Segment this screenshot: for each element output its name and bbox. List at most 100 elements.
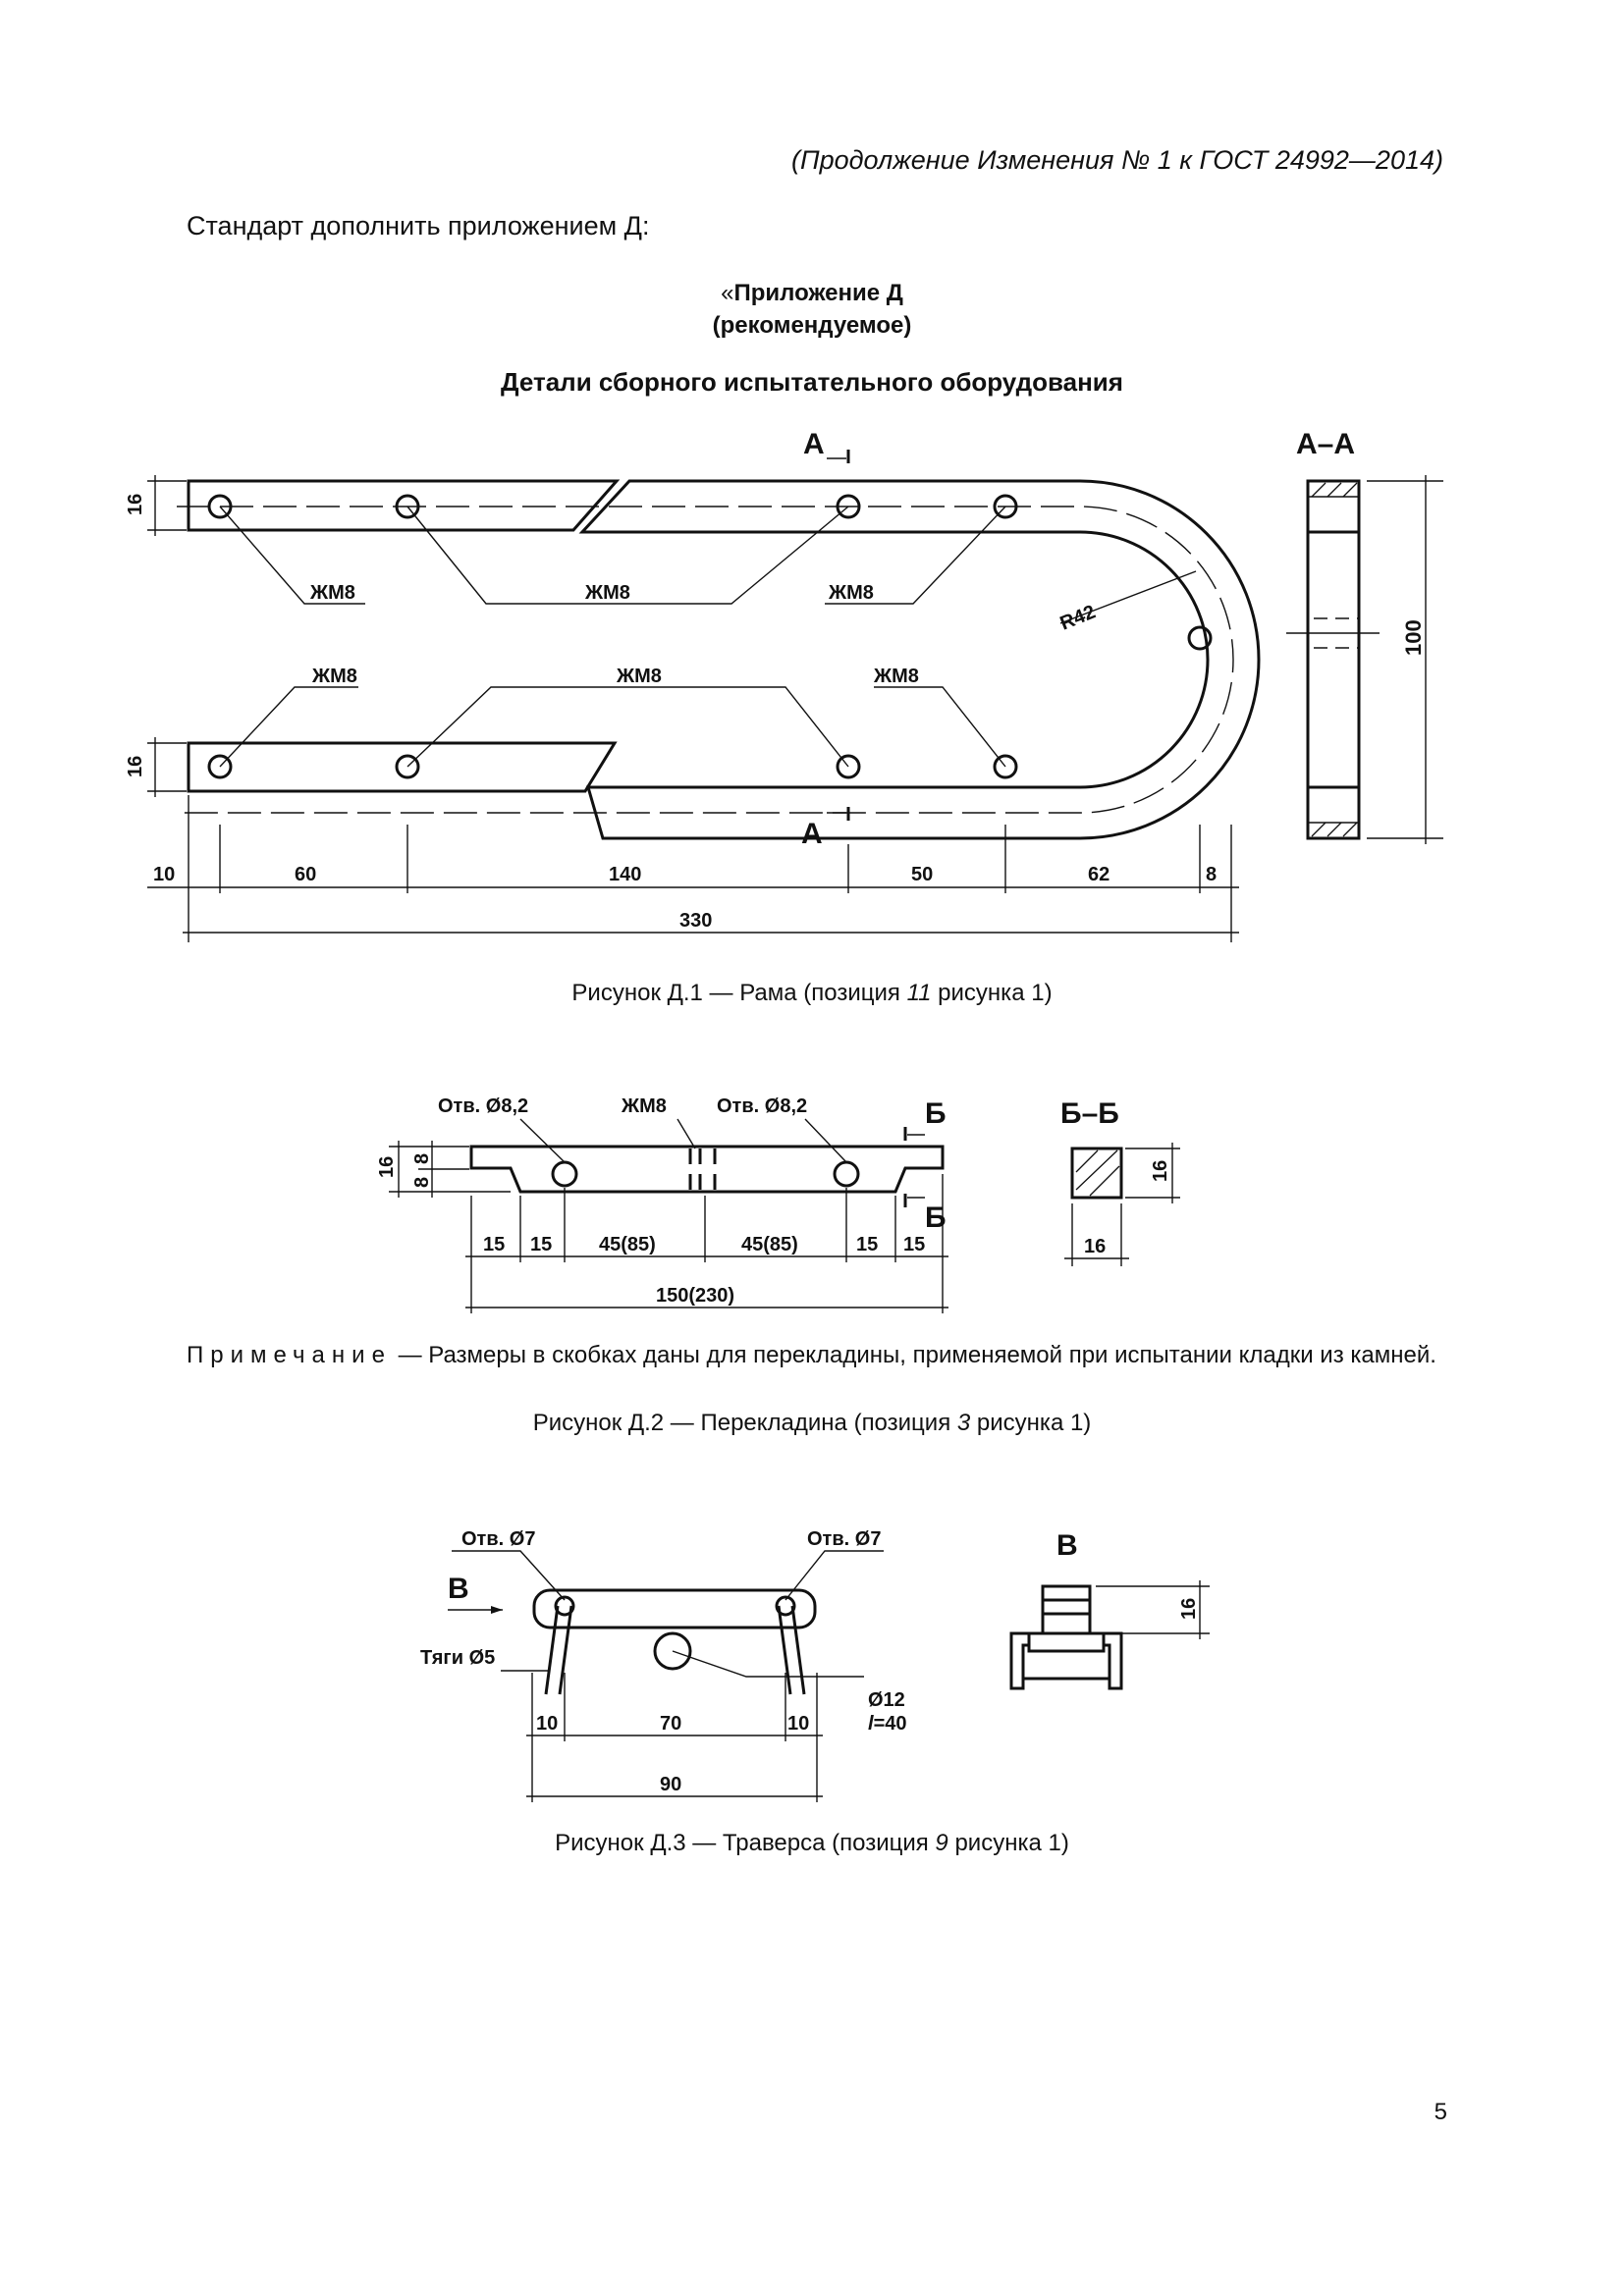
figure3-caption: Рисунок Д.3 — Траверса (позиция 9 рисунк… [0,1830,1624,1857]
caption-text: рисунка 1) [947,1830,1069,1856]
view-v-dim [1096,1580,1210,1639]
frame-top-bar-right [578,479,1261,840]
svg-text:45(85): 45(85) [741,1234,798,1255]
section-label-top: А [803,428,825,460]
radius-leader [1059,570,1197,624]
label-rods: Тяги Ø5 [420,1647,495,1669]
appendix-heading: Приложение Д [733,280,903,306]
traverse-dim-values: 10 70 10 90 [536,1713,809,1795]
frame-leaders [219,506,1006,768]
section-mark-top [827,450,850,463]
caption-text: Рисунок Д.2 — Перекладина (позиция [532,1410,957,1436]
section-title: Детали сборного испытательного оборудова… [501,367,1123,397]
frame-center-line [177,506,1234,814]
traverse-leaders [452,1550,884,1678]
dim-height-total: 16 [376,1156,398,1178]
horizontal-dim-lines [147,795,1239,942]
view-label: В [1056,1529,1078,1562]
section-aa-view [1286,479,1380,840]
dim-3: 140 [609,864,641,885]
figure2-note: Примечание — Размеры в скобках даны для … [118,1340,1443,1371]
dim-height-top: 16 [125,494,146,515]
note-text: — Размеры в скобках даны для перекладины… [391,1342,1436,1368]
label-hole-right: Отв. Ø8,2 [717,1095,807,1117]
horizontal-dim-values: 10 60 140 50 62 8 330 [153,864,1217,932]
svg-text:45(85): 45(85) [599,1234,656,1255]
figure-traverse-drawing: Отв. Ø7 Отв. Ø7 Тяги Ø5 Ø12 l=40 В 10 70… [420,1528,1210,1802]
dim-total: 330 [679,910,712,932]
hole-label: ЖМ8 [584,582,630,604]
thread-marks [688,1148,717,1190]
traverse-bar [532,1588,817,1629]
svg-text:10: 10 [536,1713,558,1735]
caption-text: рисунка 1) [931,980,1053,1006]
caption-number: 9 [935,1830,948,1856]
dim-height-bottom: 16 [125,756,146,777]
figure1-caption: Рисунок Д.1 — Рама (позиция 11 рисунка 1… [0,980,1624,1007]
hole-label: ЖМ8 [873,666,919,687]
caption-text: Рисунок Д.1 — Рама (позиция [571,980,907,1006]
crossbar-height-dims [389,1141,511,1198]
crossbar-outline [469,1145,945,1194]
note-label: Примечание [187,1342,392,1368]
section-bb-dims [1064,1143,1180,1266]
hole-label: ЖМ8 [311,666,357,687]
svg-text:70: 70 [660,1713,681,1735]
label-pin-length: l=40 [868,1713,907,1735]
hole-1 [207,494,233,519]
section-bb-view [1070,1147,1123,1200]
page-number: 5 [1434,2099,1447,2125]
label-pin-diameter: Ø12 [868,1689,905,1711]
hole-9 [1187,625,1213,651]
section-view-label: Б–Б [1060,1097,1119,1130]
svg-text:15: 15 [903,1234,925,1255]
dim-height-lower: 8 [411,1177,433,1188]
hole-5 [207,754,233,779]
hole-label: ЖМ8 [616,666,662,687]
dim-6: 8 [1206,864,1217,885]
radius-label: R42 [1057,601,1099,634]
hole-8 [993,754,1018,779]
label-hole-left: Отв. Ø7 [461,1528,535,1550]
hole-2 [395,494,420,519]
dim-section-height: 100 [1401,619,1426,656]
dim-1: 10 [153,864,175,885]
crossbar-hole-right [833,1160,860,1188]
rod-right [777,1605,806,1695]
traverse-dim-lines [526,1673,823,1802]
appendix-status: (рекомендуемое) [712,312,912,339]
intro-text: Стандарт дополнить приложением Д: [187,211,650,240]
frame-hole-labels: ЖМ8 ЖМ8 ЖМ8 ЖМ8 ЖМ8 ЖМ8 [309,582,919,687]
view-dim-height: 16 [1178,1598,1200,1620]
svg-text:15: 15 [530,1234,552,1255]
figure2-caption: Рисунок Д.2 — Перекладина (позиция 3 рис… [0,1410,1624,1437]
dim-5: 62 [1088,864,1110,885]
appendix-title: «Приложение Д (рекомендуемое) [517,277,1107,342]
hole-6 [395,754,420,779]
frame-holes [207,494,1213,779]
dim-2: 60 [295,864,316,885]
svg-text:10: 10 [787,1713,809,1735]
label-thread: ЖМ8 [621,1095,667,1117]
section-dim-height: 16 [1150,1160,1171,1182]
section-height-dim [1367,475,1443,844]
section-label-bottom: А [801,818,823,850]
section-label-bottom: Б [925,1201,947,1234]
dim-height-upper: 8 [411,1153,433,1164]
view-arrow-head [491,1606,503,1614]
traverse-hole-left [554,1595,575,1617]
running-header: (Продолжение Изменения № 1 к ГОСТ 24992—… [791,145,1443,175]
svg-text:150(230): 150(230) [656,1285,734,1307]
hole-3 [836,494,861,519]
crossbar-leaders [519,1118,847,1163]
label-hole-right: Отв. Ø7 [807,1528,881,1550]
view-arrow-label: В [448,1573,469,1605]
rod-left [544,1605,573,1695]
label-hole-left: Отв. Ø8,2 [438,1095,528,1117]
caption-number: 11 [906,980,932,1006]
crossbar-hole-left [551,1160,578,1188]
hole-label: ЖМ8 [828,582,874,604]
left-height-dims [147,475,187,797]
section-view-label: А–А [1296,428,1355,460]
hole-7 [836,754,861,779]
